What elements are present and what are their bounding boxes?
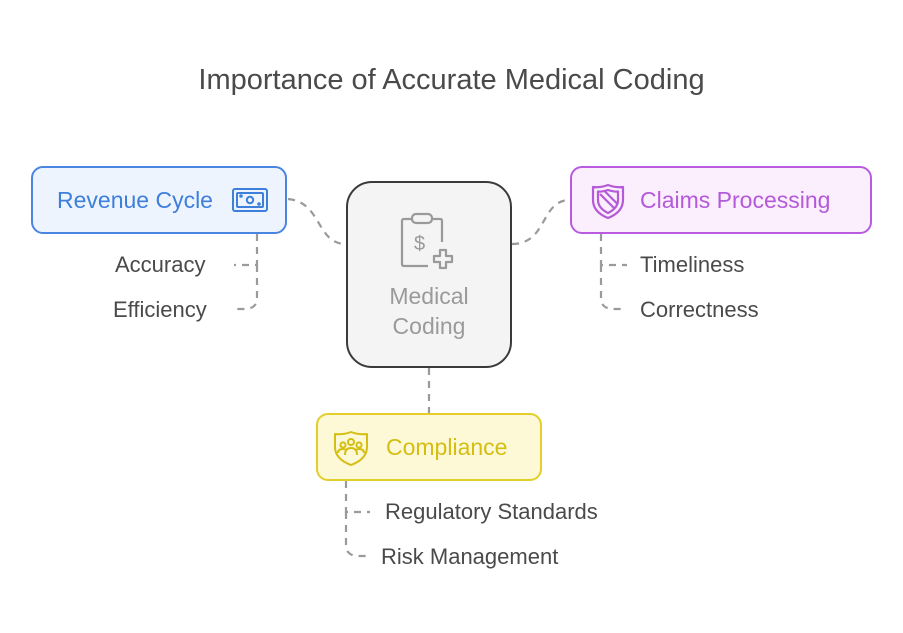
svg-text:$: $ [414,233,425,255]
central-label-line1: Medical [389,283,469,309]
connector-revenue-center [287,197,347,246]
diagram-title: Importance of Accurate Medical Coding [198,64,705,96]
clipboard-dollar-plus-icon: $ [398,212,462,279]
connector-claims-center [511,198,571,246]
connector-revenue-accuracy [234,234,259,267]
banknote-icon [231,186,269,219]
branch-label: Claims Processing [640,186,831,213]
branch-label: Compliance [386,433,508,460]
branch-compliance: Compliance [316,413,542,481]
shield-people-icon [332,429,370,472]
branch-claims-processing: Claims Processing [570,166,872,234]
connector-compliance-risk [344,512,370,558]
leaf-correctness: Correctness [640,297,759,322]
leaf-risk-management: Risk Management [381,544,559,569]
leaf-regulatory-standards: Regulatory Standards [385,499,598,524]
central-label-line2: Coding [392,313,466,339]
connector-revenue-efficiency [232,265,259,311]
connector-claims-timeliness [599,234,627,267]
leaf-accuracy: Accuracy [115,252,206,277]
leaf-timeliness: Timeliness [640,252,745,277]
leaf-efficiency: Efficiency [113,297,207,322]
branch-revenue-cycle: Revenue Cycle [31,166,287,234]
connector-claims-correctness [599,265,626,311]
central-node-medical-coding: $ Medical Coding [346,181,512,368]
shield-icon [590,182,626,225]
branch-label: Revenue Cycle [57,186,213,213]
connector-compliance-regulatory [344,481,370,514]
